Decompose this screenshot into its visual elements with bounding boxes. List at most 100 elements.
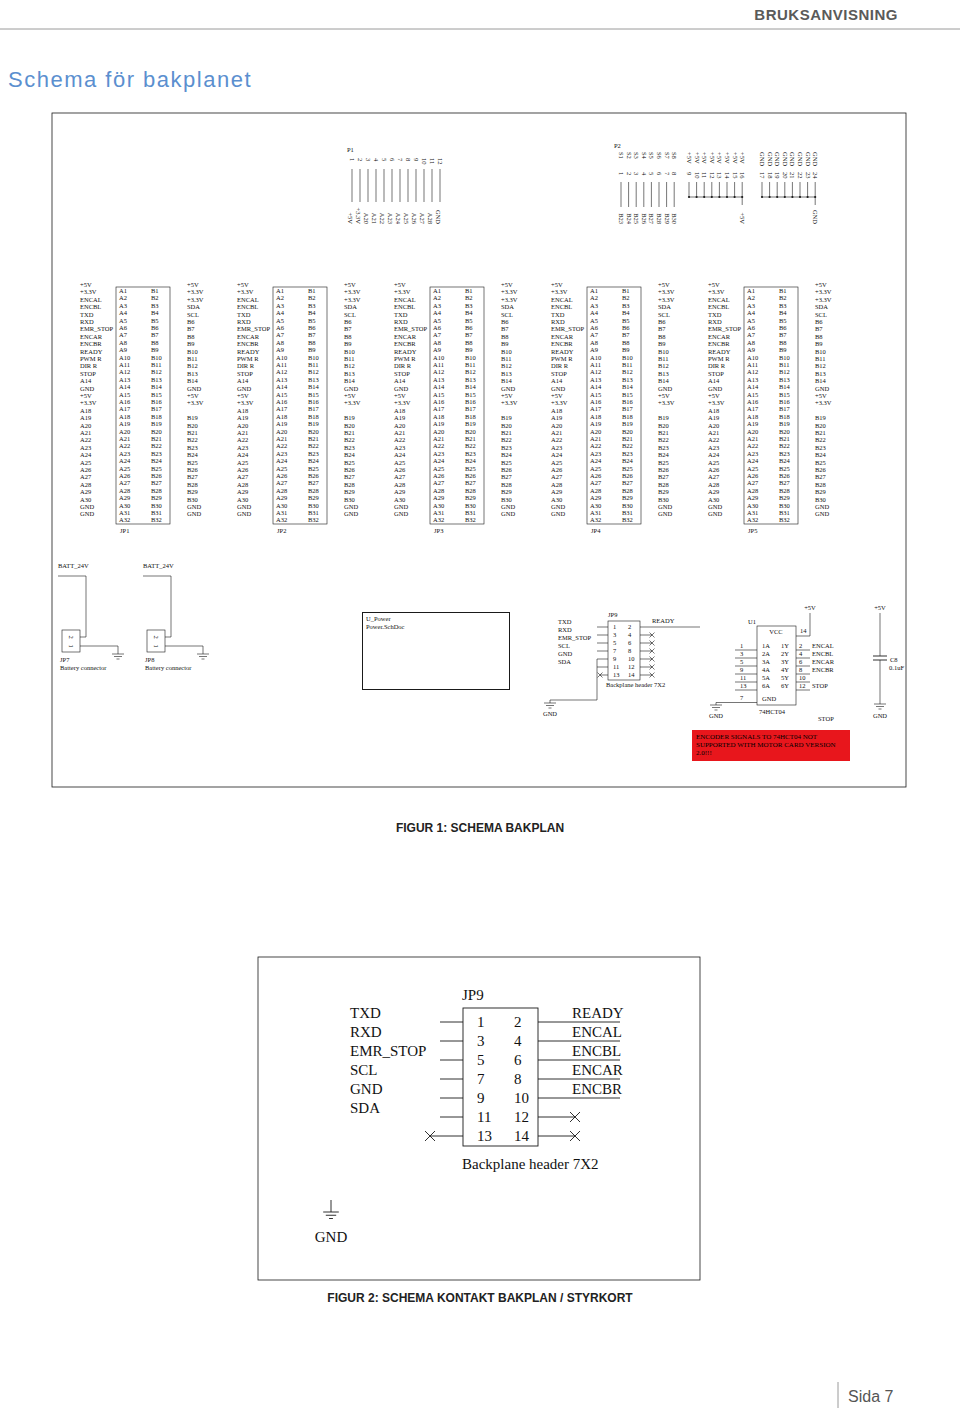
signal-label: B12 (622, 369, 633, 376)
signal-label: +3.3V (344, 400, 361, 407)
signal-label: A10 (747, 354, 758, 361)
signal-label: GND (237, 385, 251, 392)
signal-label: A25 (237, 459, 248, 466)
pin-stub (762, 182, 763, 197)
signal-label: A29 (394, 489, 405, 496)
signal-label: A12 (119, 369, 130, 376)
signal-label: A21 (394, 430, 405, 437)
signal-label: B27 (151, 480, 162, 487)
signal-label: A29 (276, 495, 287, 502)
signal-label: +5V (394, 282, 406, 289)
signal-label: GND (789, 152, 796, 166)
signal-label: A21 (747, 436, 758, 443)
signal-label: B19 (815, 415, 826, 422)
signal-label: 5A (762, 675, 770, 682)
signal-label: B1 (308, 288, 316, 295)
signal-label: A26 (551, 467, 562, 474)
signal-label: DIR R (80, 363, 97, 370)
signal-label: A20 (394, 422, 405, 429)
signal-label: 7 (397, 158, 404, 161)
signal-label: ENCAR (812, 659, 834, 666)
ic-body (757, 626, 796, 705)
signal-label: A24 (119, 458, 130, 465)
signal-label: GND (551, 385, 565, 392)
signal-label: A1 (276, 288, 284, 295)
signal-label: B1 (151, 288, 159, 295)
signal-label: ENCBR (812, 667, 834, 674)
signal-label: A29 (708, 489, 719, 496)
pin-stub (815, 182, 816, 197)
signal-label: A7 (590, 332, 598, 339)
signal-label: B13 (187, 371, 198, 378)
signal-label: PWM R (708, 356, 730, 363)
signal-label: A20 (590, 428, 601, 435)
signal-label: RXD (80, 319, 94, 326)
signal-label: A4 (747, 310, 755, 317)
signal-label: A20 (237, 422, 248, 429)
signal-label: A28 (276, 488, 287, 495)
signal-label: A18 (433, 414, 444, 421)
signal-label: A19 (708, 415, 719, 422)
signal-label: GND (815, 511, 829, 518)
no-connect-mark (650, 673, 655, 678)
signal-label: GND (558, 651, 572, 658)
signal-label: TXD (558, 619, 571, 626)
signal-label: GND (766, 152, 773, 166)
signal-label: A28 (119, 488, 130, 495)
signal-label: ENCAL (80, 297, 102, 304)
signal-label: A19 (590, 421, 601, 428)
signal-label: B26 (465, 473, 476, 480)
signal-label: GND (658, 385, 672, 392)
signal-label: 14 (628, 672, 635, 679)
signal-label: +5V (739, 212, 746, 224)
signal-label: A22 (708, 437, 719, 444)
signal-label: B7 (151, 332, 159, 339)
signal-label: GND (237, 504, 251, 511)
wire (597, 651, 608, 652)
signal-label: B5 (308, 317, 316, 324)
connector-body (62, 630, 80, 652)
signal-label: S7 (663, 152, 670, 159)
pin-stub (621, 182, 622, 207)
signal-label: A24 (747, 458, 758, 465)
signal-label: B17 (622, 406, 633, 413)
signal-label: 6Y (781, 683, 789, 690)
signal-label: SCL (815, 311, 827, 318)
wire (80, 646, 118, 654)
signal-label: STOP (818, 716, 834, 723)
signal-label: JP7 (60, 657, 69, 664)
signal-label: 9 (740, 667, 743, 674)
signal-label: 4 (641, 172, 648, 175)
wire (331, 1200, 332, 1212)
signal-label: A18 (276, 414, 287, 421)
signal-label: +5V (731, 152, 738, 164)
signal-label: 5 (648, 172, 655, 175)
wire (538, 1022, 620, 1023)
signal-label: 8 (514, 1072, 522, 1087)
signal-label: GND (709, 713, 723, 720)
signal-label: GND (187, 504, 201, 511)
signal-label: B22 (501, 437, 512, 444)
signal-label: TXD (708, 311, 721, 318)
signal-label: A30 (394, 496, 405, 503)
power-bus (689, 197, 742, 205)
signal-label: 2 (625, 172, 632, 175)
signal-label: Battery connector (60, 665, 106, 672)
signal-label: A7 (747, 332, 755, 339)
signal-label: GND (80, 504, 94, 511)
signal-label: TXD (80, 311, 93, 318)
signal-label: A11 (590, 362, 601, 369)
signal-label: Backplane header 7X2 (462, 1157, 599, 1172)
signal-label: ENCBR (237, 341, 259, 348)
signal-label: B24 (465, 458, 476, 465)
signal-label: A24 (394, 452, 405, 459)
signal-label: B25 (187, 459, 198, 466)
signal-label: B9 (815, 341, 823, 348)
signal-label: B22 (308, 443, 319, 450)
signal-label: B23 (187, 445, 198, 452)
signal-label: B8 (779, 340, 787, 347)
signal-label: +3.3V (394, 400, 411, 407)
signal-label: 3 (740, 651, 743, 658)
capacitor-symbol (873, 656, 887, 657)
pin-stub (674, 182, 675, 207)
